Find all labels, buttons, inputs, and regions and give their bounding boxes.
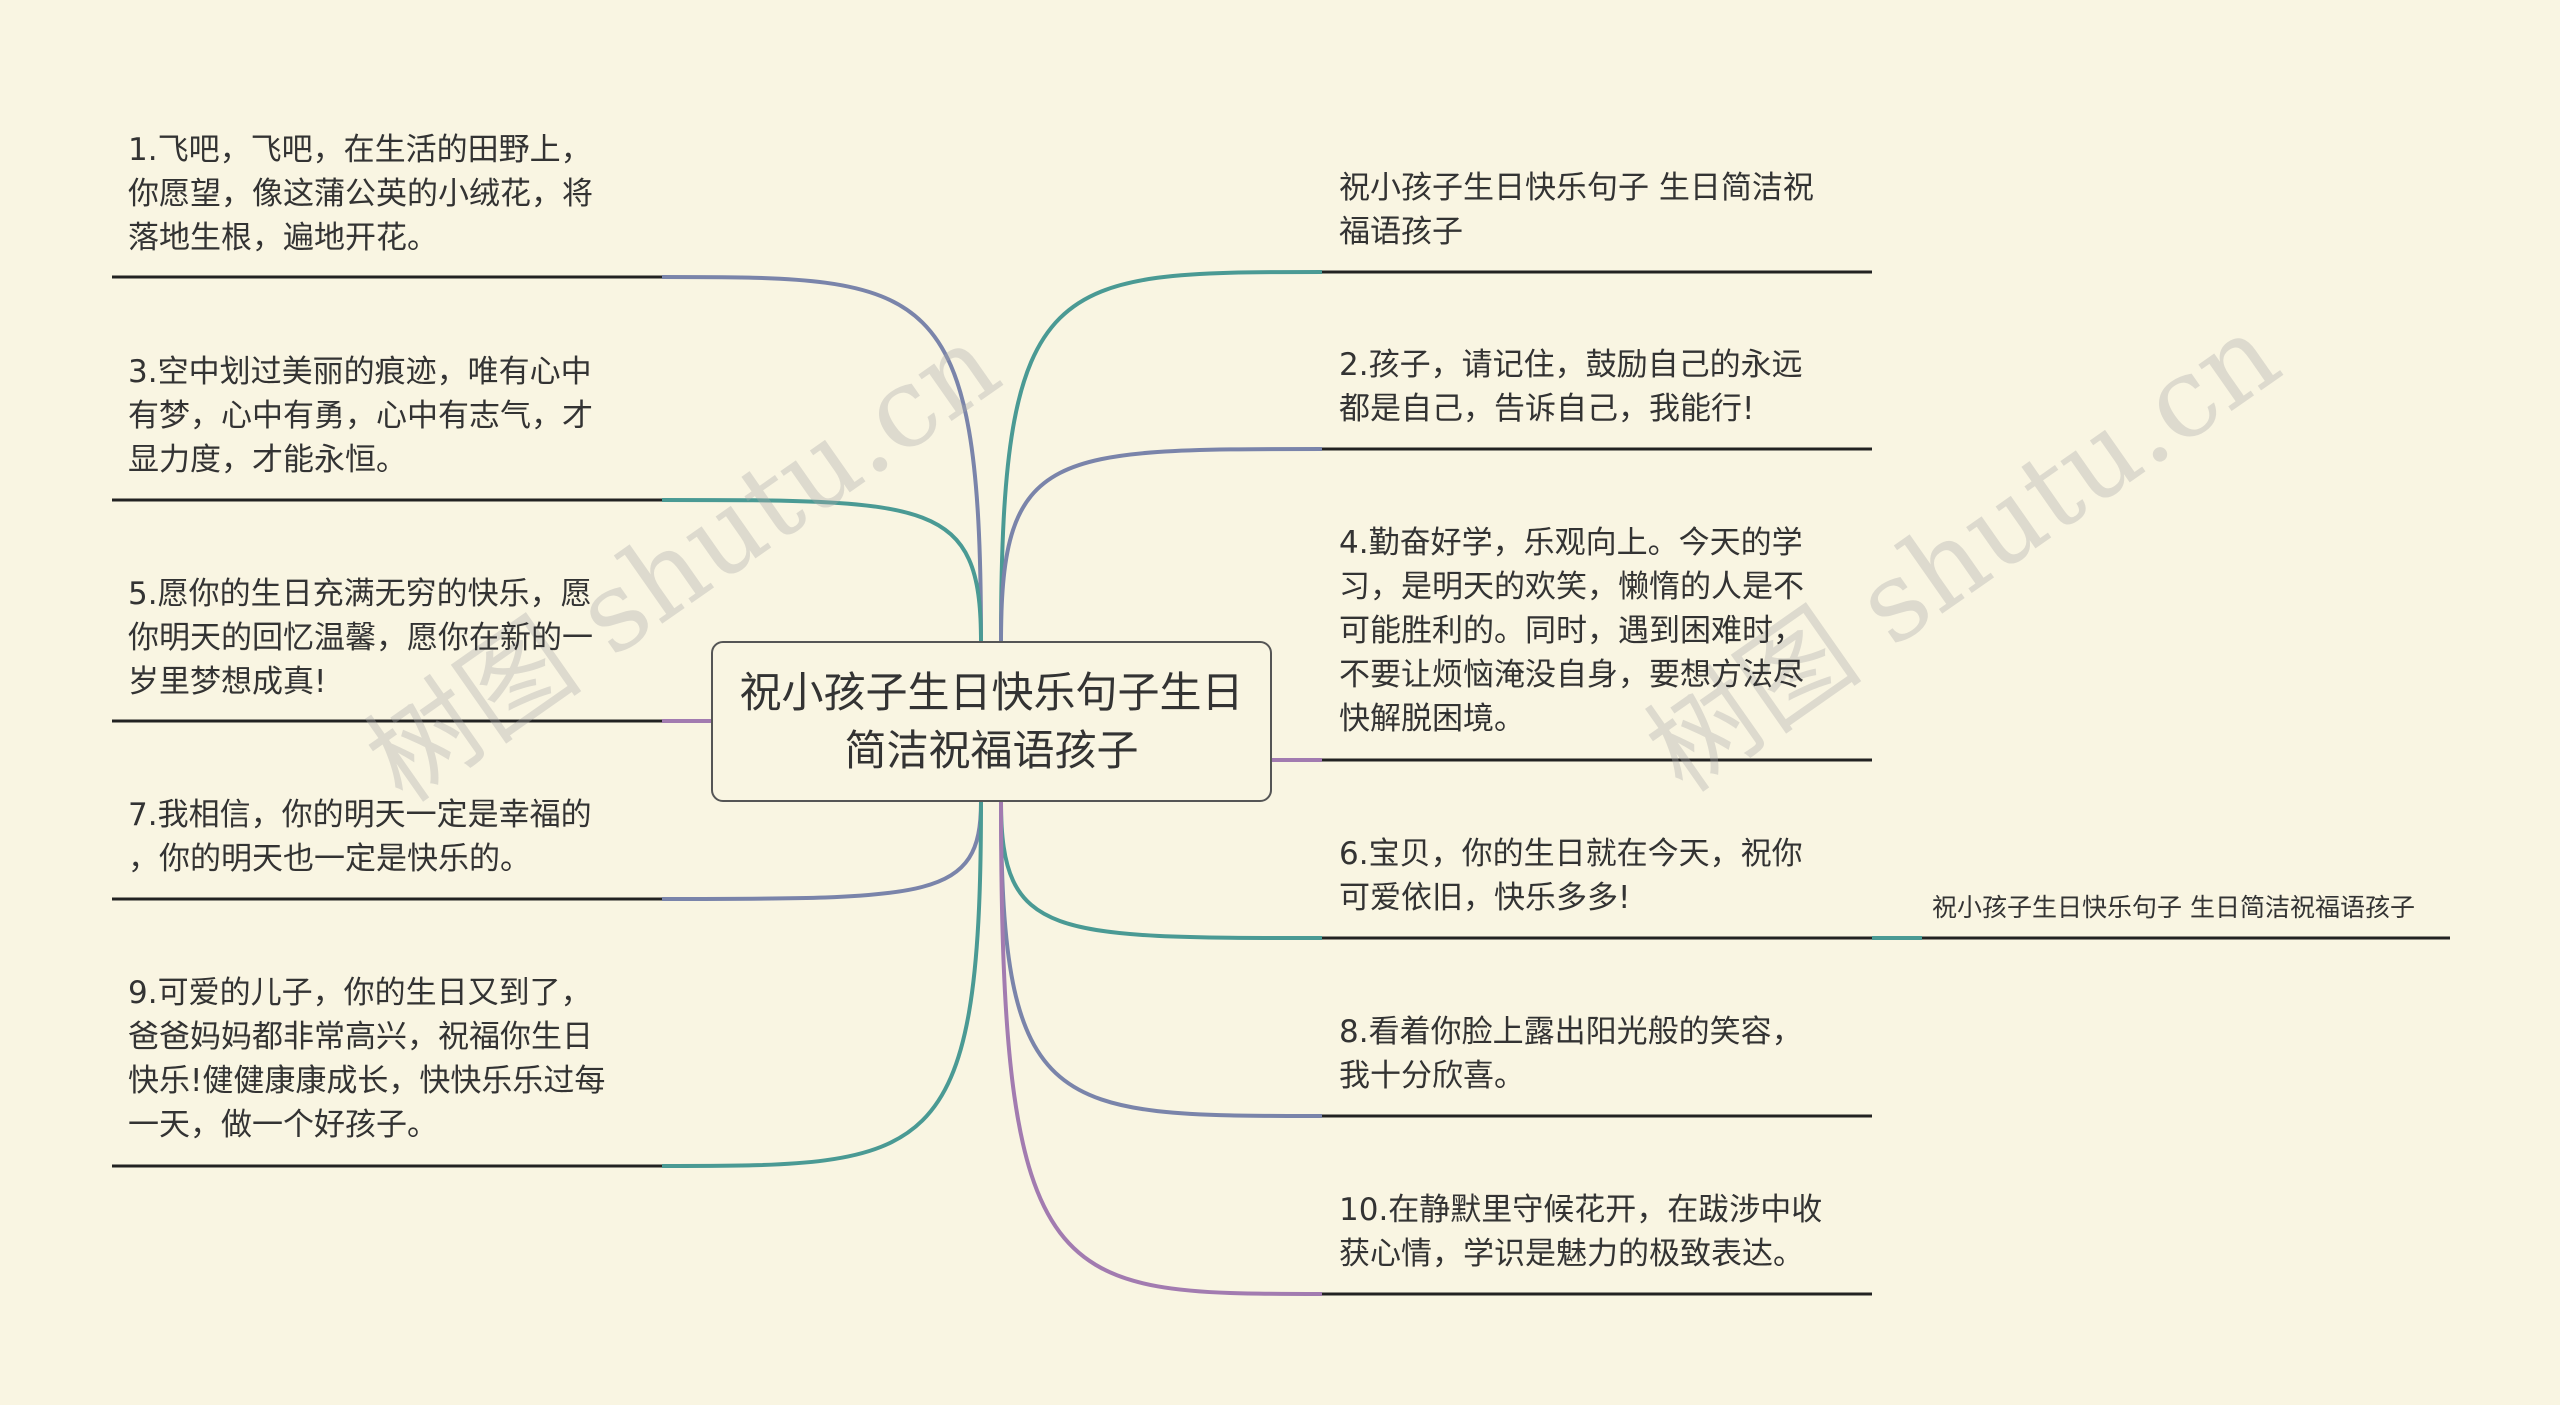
left-node-text[interactable]: 1.飞吧，飞吧，在生活的田野上， 你愿望，像这蒲公英的小绒花，将 落地生根，遍地… [128, 132, 593, 256]
left-branch-curve [661, 275, 983, 642]
central-topic-label: 祝小孩子生日快乐句子生日简洁祝福语孩子 [739, 667, 1244, 775]
left-branch-curve [661, 498, 983, 642]
right-node-text[interactable]: 2.孩子，请记住，鼓励自己的永远 都是自己，告诉自己，我能行! [1339, 347, 1803, 427]
right-node-text[interactable]: 8.看着你脸上露出阳光般的笑容， 我十分欣喜。 [1339, 1014, 1803, 1094]
left-node-text[interactable]: 9.可爱的儿子，你的生日又到了， 爸爸妈妈都非常高兴，祝福你生日 快乐!健健康康… [128, 975, 606, 1143]
right-branch-curve [999, 801, 1323, 940]
left-node-text[interactable]: 3.空中划过美丽的痕迹，唯有心中 有梦，心中有勇，心中有志气，才 显力度，才能永… [128, 354, 593, 478]
summary-label: 祝小孩子生日快乐句子 生日简洁祝福语孩子 [1932, 893, 2415, 922]
right-node-text[interactable]: 祝小孩子生日快乐句子 生日简洁祝 福语孩子 [1339, 170, 1814, 250]
right-node-text[interactable]: 6.宝贝，你的生日就在今天，祝你 可爱依旧，快乐多多! [1339, 836, 1803, 916]
right-branch-curve [999, 270, 1323, 642]
left-node-text[interactable]: 7.我相信，你的明天一定是幸福的 ，你的明天也一定是快乐的。 [128, 797, 592, 877]
left-node-text[interactable]: 5.愿你的生日充满无穷的快乐，愿 你明天的回忆温馨，愿你在新的一 岁里梦想成真! [128, 576, 593, 700]
right-node-text[interactable]: 4.勤奋好学，乐观向上。今天的学 习，是明天的欢笑，懒惰的人是不 可能胜利的。同… [1339, 525, 1804, 737]
node-underlines [112, 270, 2450, 1296]
right-branch-curve [999, 801, 1323, 1296]
right-branch-curve [999, 447, 1323, 642]
right-node-text[interactable]: 10.在静默里守候花开，在跋涉中收 获心情，学识是魅力的极致表达。 [1339, 1192, 1823, 1272]
central-topic[interactable]: 祝小孩子生日快乐句子生日简洁祝福语孩子 [711, 641, 1272, 802]
branch-connectors [661, 270, 1922, 1296]
left-branch-curve [661, 801, 983, 901]
left-branch-curve [661, 801, 983, 1168]
right-branch-curve [999, 801, 1323, 1118]
